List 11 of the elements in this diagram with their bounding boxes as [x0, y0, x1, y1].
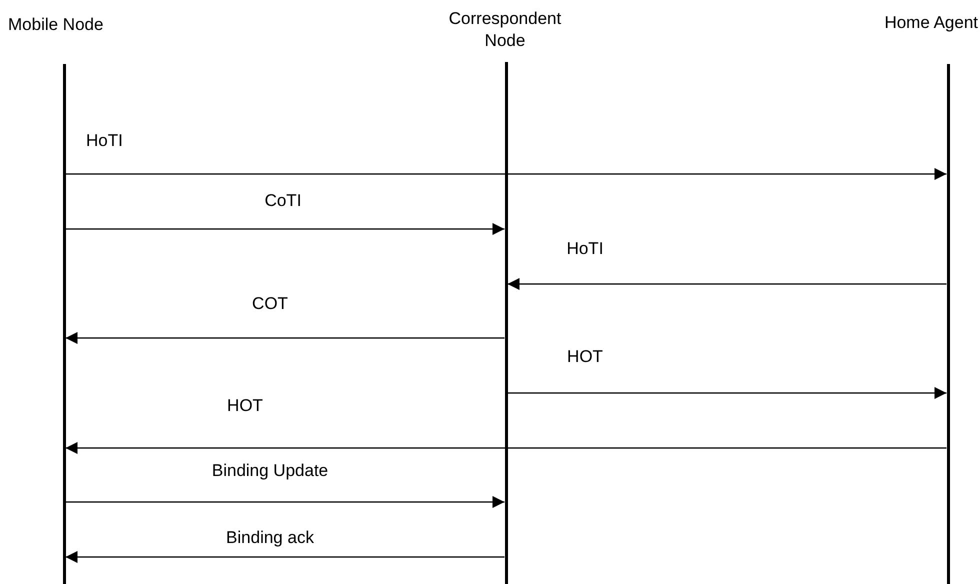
lifeline-heading: Mobile Node	[8, 14, 104, 36]
lifeline-heading: Correspondent Node	[448, 8, 562, 52]
message-arrow	[66, 168, 946, 180]
message-arrow	[508, 278, 946, 290]
message-arrow	[66, 223, 504, 235]
message-arrow	[66, 551, 504, 563]
lifeline-heading: Home Agent	[883, 12, 978, 34]
message-arrow	[66, 332, 504, 344]
message-arrow	[66, 442, 946, 454]
message-arrow	[66, 496, 504, 508]
message-arrow	[508, 387, 946, 399]
